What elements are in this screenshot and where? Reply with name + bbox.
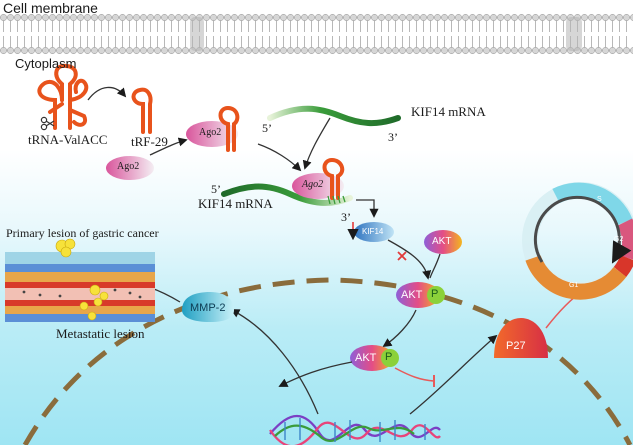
kif14-mrna-bottom-label: KIF14 mRNA	[198, 196, 273, 211]
kif14-protein	[354, 222, 394, 242]
gastric-tissue-illustration	[5, 238, 155, 322]
cell-cycle-ring	[522, 182, 633, 300]
cycle-s-label: S	[597, 196, 602, 203]
metastatic-lesion-label: Metastatic lesion	[56, 326, 145, 341]
kif14-label: KIF14	[362, 227, 384, 236]
primary-lesion-label: Primary lesion of gastric cancer	[6, 226, 159, 240]
nuclear-envelope	[22, 277, 633, 445]
scissors-icon	[40, 116, 55, 131]
inhibit-x-icon	[397, 251, 407, 261]
base-pairing	[327, 195, 346, 205]
p-badge-lower-label: P	[385, 351, 393, 363]
p27-protein	[494, 318, 548, 358]
kif14-mrna-bottom	[221, 183, 353, 206]
akt-protein	[424, 230, 462, 254]
p-badge-lower	[381, 349, 399, 367]
cycle-g2-label: G2	[614, 236, 624, 243]
ago2-free-label: Ago2	[117, 161, 140, 172]
kif14-mrna-top	[267, 105, 401, 126]
cycle-g1-label: G1	[569, 282, 579, 289]
trf29-structure	[131, 87, 153, 134]
trf29-in-complex	[322, 157, 345, 200]
p-badge-upper-label: P	[431, 288, 439, 300]
ago2-bound-label: Ago2	[302, 179, 324, 190]
cytoplasm-label: Cytoplasm	[15, 56, 77, 71]
trna-valacc-label: tRNA-ValACC	[28, 132, 108, 147]
kif14-mrna-top-label: KIF14 mRNA	[411, 104, 486, 119]
three-prime-top: 3’	[388, 130, 398, 144]
cell-membrane	[0, 14, 633, 54]
three-prime-bottom: 3’	[341, 210, 351, 224]
ago2-free	[106, 156, 154, 180]
trf29-bound	[218, 105, 240, 152]
dna-helix	[269, 415, 441, 445]
akt-p-lower	[350, 345, 394, 371]
inhibit-arrow	[394, 367, 435, 382]
p27-label: P27	[506, 340, 526, 352]
mmp2-label: MMP-2	[190, 302, 226, 314]
trna-valacc-structure	[37, 63, 89, 130]
mmp2-protein	[182, 292, 234, 322]
trf29-label: tRF-29	[131, 134, 168, 149]
akt-p-upper-label: AKT	[401, 289, 423, 301]
akt-p-lower-label: AKT	[355, 352, 377, 364]
akt-p-upper	[396, 282, 440, 308]
five-prime-top: 5’	[262, 121, 272, 135]
five-prime-bottom: 5’	[211, 182, 221, 196]
p-badge-upper	[427, 286, 445, 304]
akt-label: AKT	[432, 236, 452, 247]
ago2-trf-complex	[186, 121, 238, 147]
cell-membrane-label: Cell membrane	[3, 0, 98, 16]
ago2-complex-label: Ago2	[199, 127, 222, 138]
